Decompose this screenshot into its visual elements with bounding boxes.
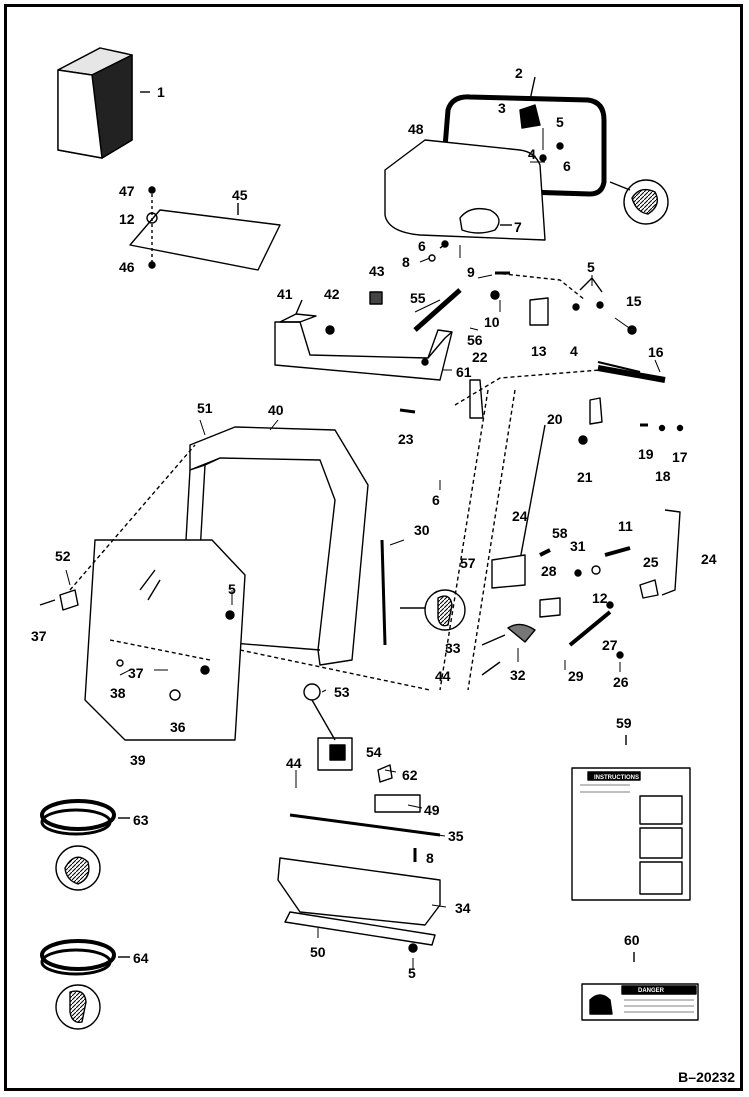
gasket-detail-callout: [609, 179, 669, 225]
callout: 44: [286, 755, 302, 771]
callout: 40: [268, 402, 284, 418]
callout: 6: [563, 158, 571, 174]
callout: 44: [435, 668, 451, 684]
callout: 28: [541, 563, 557, 579]
callout: 53: [334, 684, 350, 700]
part-door-glass: [39, 444, 431, 741]
callout: 1: [157, 84, 165, 100]
callout: 6: [432, 492, 440, 508]
callout: 4: [528, 146, 536, 162]
callout: 63: [133, 812, 149, 828]
callout: 43: [369, 263, 385, 279]
callout: 34: [455, 900, 471, 916]
seal-detail-callout: [400, 589, 466, 631]
callout: 4: [570, 343, 578, 359]
callout: 23: [398, 431, 414, 447]
callout: 5: [408, 965, 416, 981]
callout: 30: [414, 522, 430, 538]
callout: 25: [643, 554, 659, 570]
callout: 5: [228, 581, 236, 597]
callout: 60: [624, 932, 640, 948]
callout: 24: [512, 508, 528, 524]
callout: 37: [31, 628, 47, 644]
callout: 35: [448, 828, 464, 844]
callout: 39: [130, 752, 146, 768]
part-cab-block: [57, 47, 150, 159]
part-seal-coils: [40, 799, 130, 1030]
callout: 29: [568, 668, 584, 684]
callout: 51: [197, 400, 213, 416]
part-crossmember: [274, 291, 453, 381]
callout: 33: [445, 640, 461, 656]
callout: 54: [366, 744, 382, 760]
callout: 21: [577, 469, 593, 485]
callout: 56: [467, 332, 483, 348]
callout: 26: [613, 674, 629, 690]
callout: 42: [324, 286, 340, 302]
drawing-border: [4, 4, 743, 1091]
callout: 36: [170, 719, 186, 735]
callout: 8: [402, 254, 410, 270]
part-latch-assembly: [481, 509, 681, 676]
part-top-plate: [129, 186, 281, 271]
callout: 16: [648, 344, 664, 360]
callout: 8: [426, 850, 434, 866]
callout-numbers: 1 2 3 4 5 6 7 48 47 45 12 46 6 8 9 5 15 …: [31, 65, 717, 981]
callout: 9: [467, 264, 475, 280]
callout: 15: [626, 293, 642, 309]
callout: 62: [402, 767, 418, 783]
callout: 38: [110, 685, 126, 701]
part-lower-cover: [277, 683, 441, 953]
callout: 37: [128, 665, 144, 681]
callout: 27: [602, 637, 618, 653]
callout: 57: [460, 555, 476, 571]
callout: 47: [119, 183, 135, 199]
callout: 19: [638, 446, 654, 462]
callout: 6: [418, 238, 426, 254]
callout: 55: [410, 290, 426, 306]
callout: 20: [547, 411, 563, 427]
callout: 7: [514, 219, 522, 235]
callout: 24: [701, 551, 717, 567]
callout: 22: [472, 349, 488, 365]
callout: 5: [556, 114, 564, 130]
callout: 12: [119, 211, 135, 227]
callout: 41: [277, 286, 293, 302]
callout: 64: [133, 950, 149, 966]
callout: 46: [119, 259, 135, 275]
callout: 2: [515, 65, 523, 81]
leader-lines: [65, 128, 661, 970]
callout: 17: [672, 449, 688, 465]
callout: 48: [408, 121, 424, 137]
instructions-label: INSTRUCTIONS: [594, 775, 639, 781]
danger-label: DANGER: [638, 988, 665, 994]
callout: 32: [510, 667, 526, 683]
callout: 50: [310, 944, 326, 960]
callout: 58: [552, 525, 568, 541]
callout: 18: [655, 468, 671, 484]
danger-decal: [581, 952, 699, 1021]
callout: 49: [424, 802, 440, 818]
callout: 13: [531, 343, 547, 359]
callout: 61: [456, 364, 472, 380]
callout: 31: [570, 538, 586, 554]
instruction-card: [571, 735, 691, 901]
callout: 5: [587, 259, 595, 275]
part-rear-window-gasket: [384, 76, 607, 262]
callout: 59: [616, 715, 632, 731]
callout: 3: [498, 100, 506, 116]
callout: 45: [232, 187, 248, 203]
callout: 10: [484, 314, 500, 330]
document-id: B–20232: [678, 1069, 735, 1085]
callout: 12: [592, 590, 608, 606]
callout: 52: [55, 548, 71, 564]
callout: 11: [618, 518, 633, 534]
